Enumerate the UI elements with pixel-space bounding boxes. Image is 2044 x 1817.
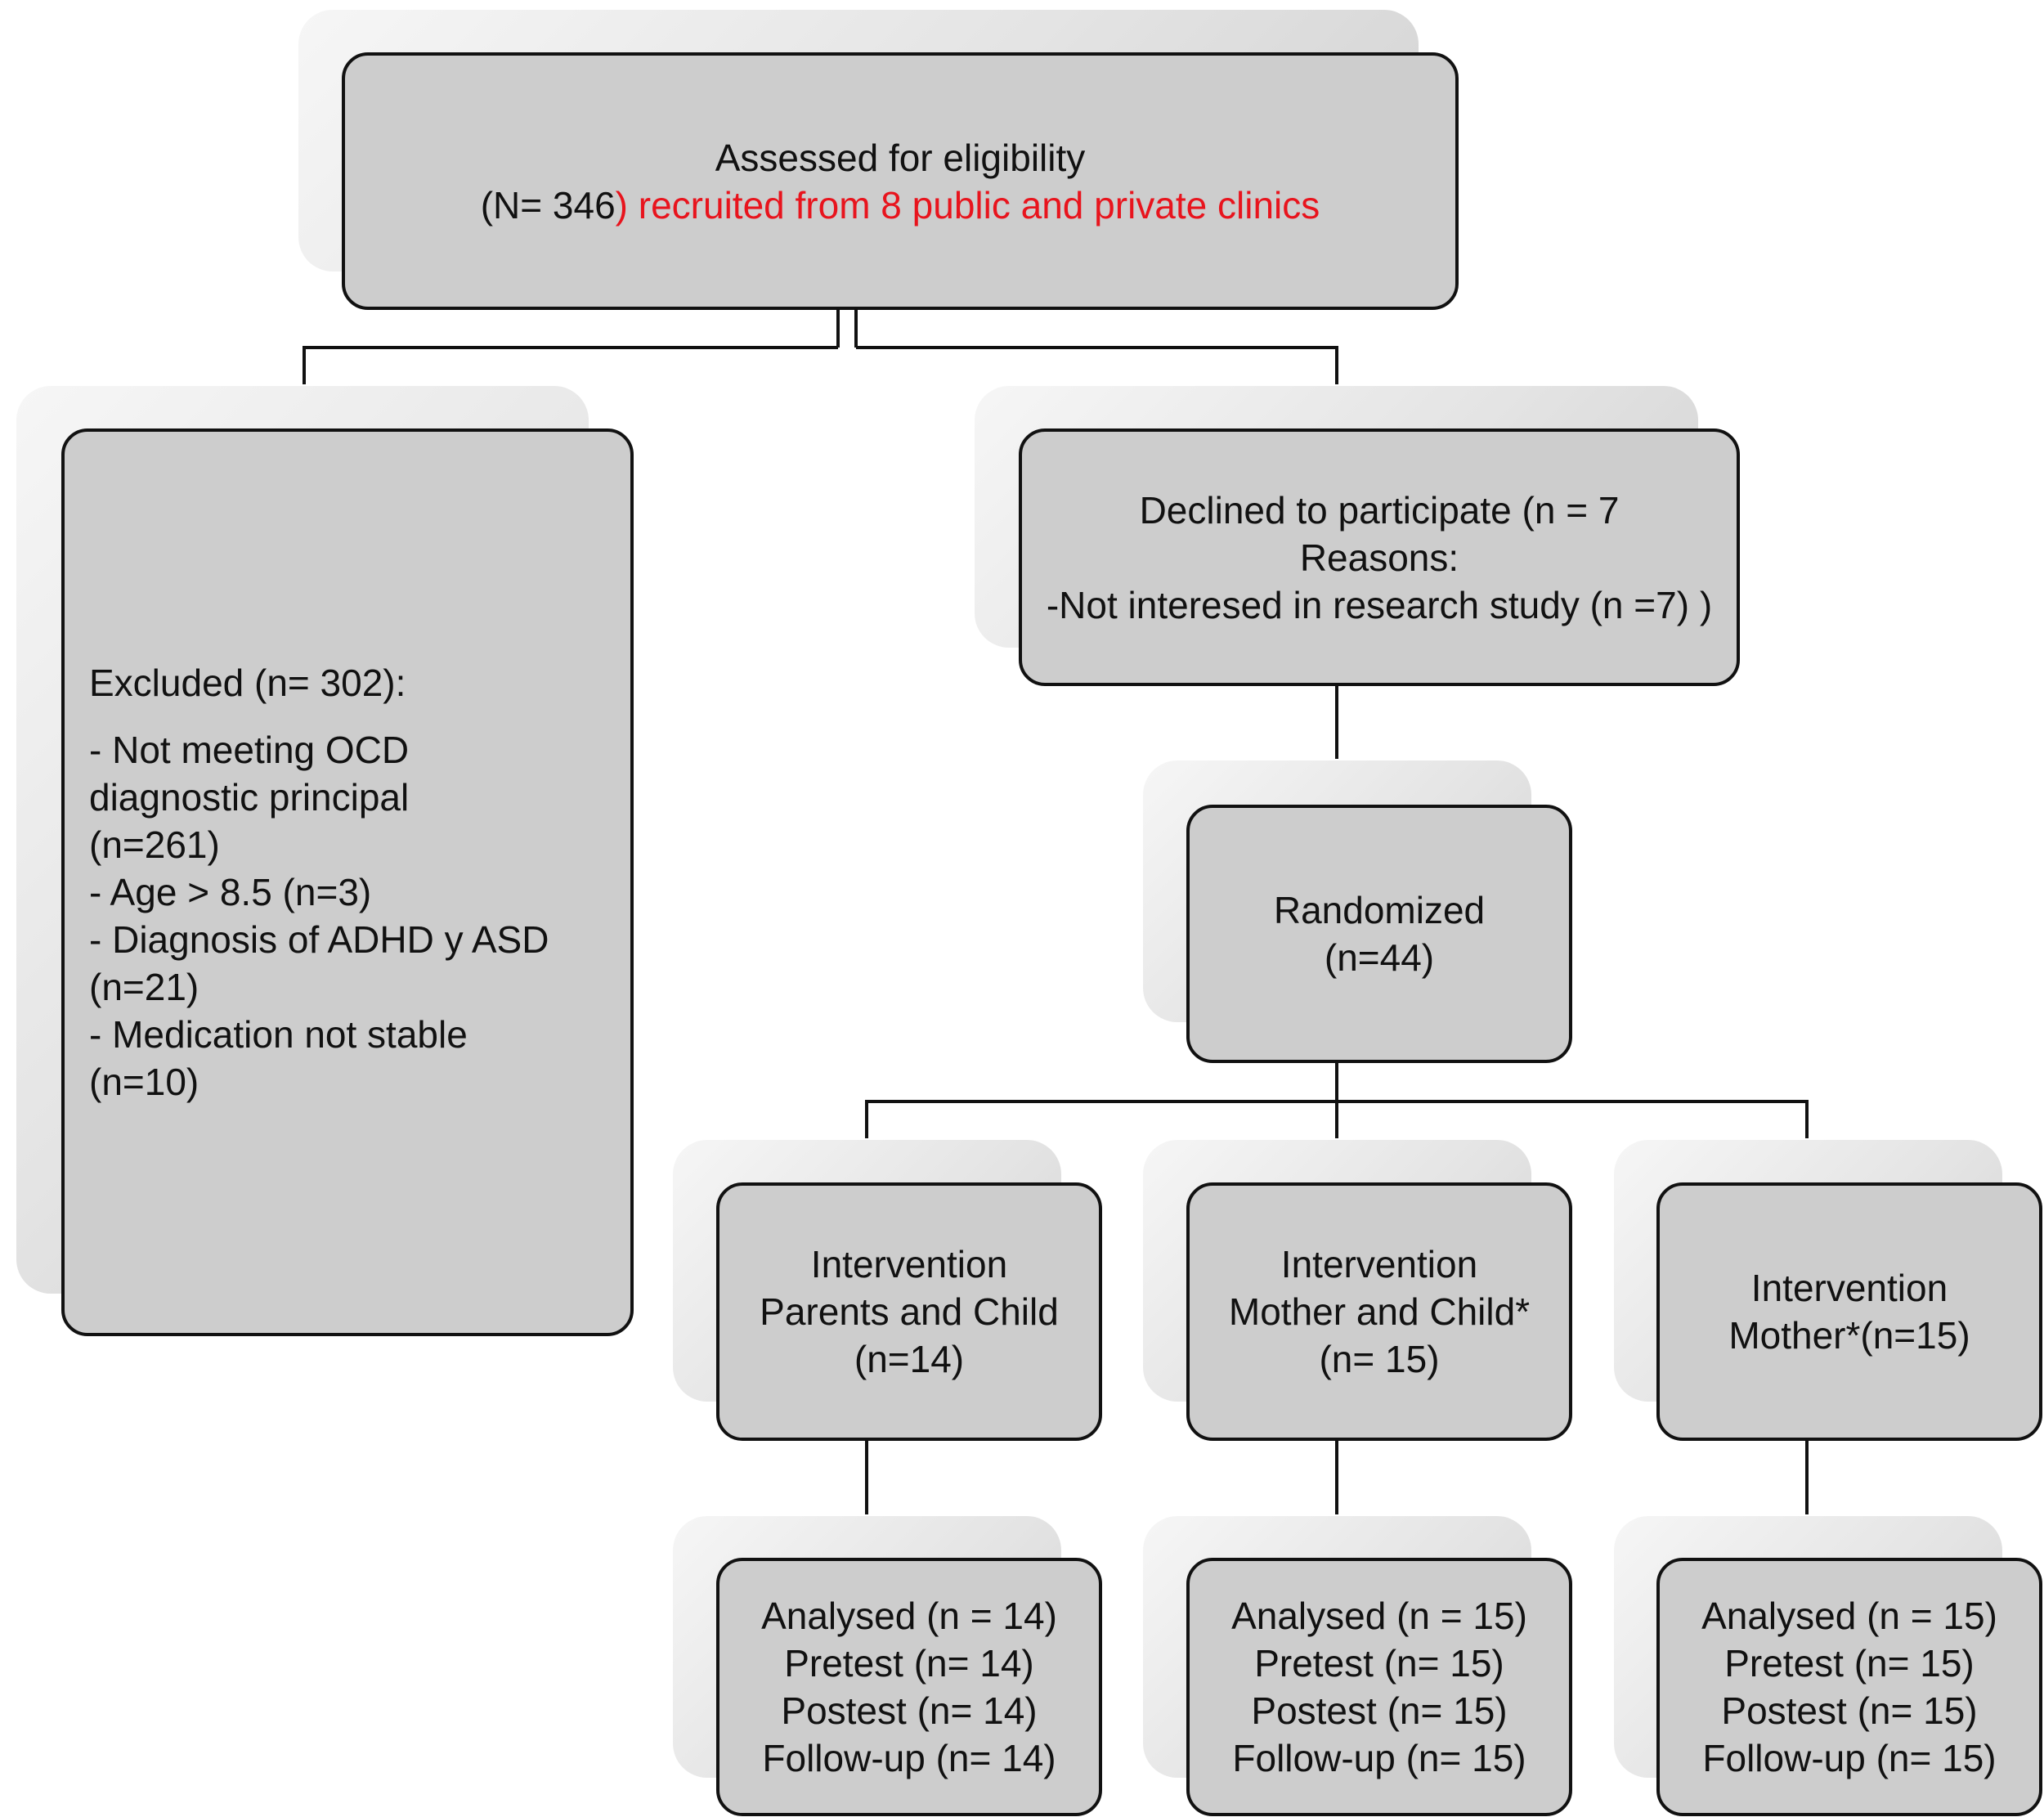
- intervention-count: (n= 15): [1319, 1338, 1440, 1380]
- declined-title: Declined to participate (n = 7: [1139, 488, 1620, 532]
- intervention-parents-child-box: Intervention Parents and Child (n=14): [716, 1182, 1102, 1441]
- analysed-parents-child-box: Analysed (n = 14) Pretest (n= 14) Postes…: [716, 1558, 1102, 1816]
- excluded-item: (n=261): [89, 823, 220, 866]
- intervention-group: Mother and Child*: [1228, 1290, 1531, 1333]
- excluded-item: diagnostic principal: [89, 776, 410, 819]
- excluded-title: Excluded (n= 302):: [89, 662, 406, 704]
- intervention-mother-child-box: Intervention Mother and Child* (n= 15): [1186, 1182, 1572, 1441]
- followup-count: Follow-up (n= 15): [1232, 1737, 1526, 1779]
- analysed-mother-child-box: Analysed (n = 15) Pretest (n= 15) Postes…: [1186, 1558, 1572, 1816]
- pretest-count: Pretest (n= 15): [1724, 1642, 1975, 1685]
- excluded-item: - Not meeting OCD: [89, 729, 410, 771]
- declined-reason: -Not interesed in research study (n =7) …: [1046, 583, 1713, 626]
- declined-box: Declined to participate (n = 7 Reasons: …: [1019, 428, 1740, 686]
- excluded-box: Excluded (n= 302): - Not meeting OCD dia…: [61, 428, 634, 1336]
- pretest-count: Pretest (n= 15): [1254, 1642, 1504, 1685]
- analysed-count: Analysed (n = 14): [761, 1595, 1057, 1637]
- analysed-count: Analysed (n = 15): [1231, 1595, 1527, 1637]
- excluded-item: - Diagnosis of ADHD y ASD: [89, 918, 549, 961]
- postest-count: Postest (n= 15): [1721, 1689, 1978, 1732]
- excluded-item: - Age > 8.5 (n=3): [89, 871, 372, 913]
- intervention-count: (n=14): [854, 1338, 965, 1380]
- intervention-label: Intervention: [810, 1243, 1008, 1285]
- assessed-box: Assessed for eligibility (N= 346) recrui…: [342, 52, 1459, 310]
- excluded-item: (n=21): [89, 966, 199, 1008]
- intervention-group: Mother*(n=15): [1728, 1314, 1970, 1357]
- assessed-count: (N= 346: [480, 183, 616, 227]
- intervention-label: Intervention: [1750, 1267, 1948, 1309]
- assessed-subtitle: (N= 346) recruited from 8 public and pri…: [481, 182, 1320, 229]
- followup-count: Follow-up (n= 14): [762, 1737, 1056, 1779]
- assessed-title: Assessed for eligibility: [715, 136, 1086, 179]
- assessed-recruitment-note: ) recruited from 8 public and private cl…: [615, 183, 1320, 227]
- analysed-count: Analysed (n = 15): [1701, 1595, 1997, 1637]
- intervention-mother-box: Intervention Mother*(n=15): [1656, 1182, 2042, 1441]
- intervention-group: Parents and Child: [760, 1290, 1059, 1333]
- postest-count: Postest (n= 15): [1251, 1689, 1508, 1732]
- followup-count: Follow-up (n= 15): [1702, 1737, 1997, 1779]
- excluded-item: - Medication not stable: [89, 1013, 468, 1056]
- intervention-label: Intervention: [1280, 1243, 1478, 1285]
- analysed-mother-box: Analysed (n = 15) Pretest (n= 15) Postes…: [1656, 1558, 2042, 1816]
- randomized-count: (n=44): [1324, 936, 1435, 979]
- postest-count: Postest (n= 14): [781, 1689, 1038, 1732]
- excluded-item: (n=10): [89, 1061, 199, 1103]
- pretest-count: Pretest (n= 14): [784, 1642, 1034, 1685]
- declined-reasons-label: Reasons:: [1299, 536, 1459, 579]
- randomized-title: Randomized: [1273, 889, 1486, 931]
- randomized-box: Randomized (n=44): [1186, 805, 1572, 1063]
